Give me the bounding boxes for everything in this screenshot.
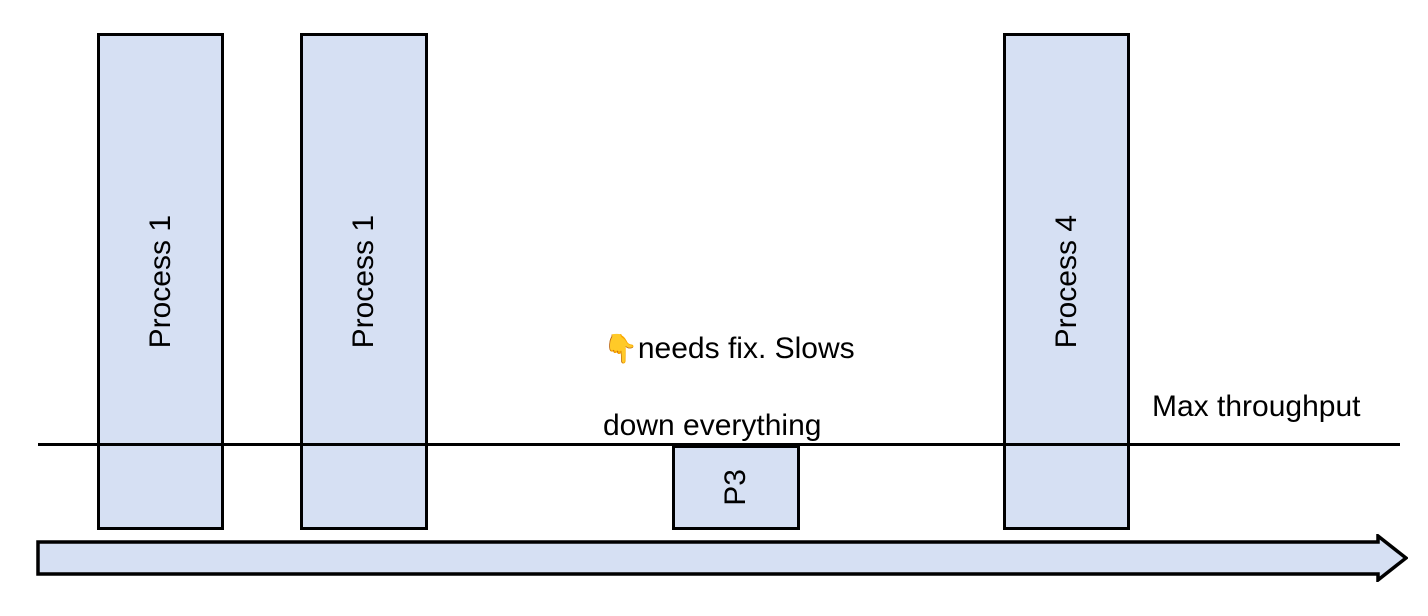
process-bar-4[interactable]: Process 4: [1003, 33, 1130, 530]
process-bar-4-label: Process 4: [1049, 214, 1083, 349]
arrow-shape: [36, 534, 1408, 582]
process-bar-1[interactable]: Process 1: [97, 33, 224, 530]
max-throughput-line: [38, 443, 1400, 446]
process-bar-2-label: Process 1: [347, 214, 380, 349]
process-bar-3-label: P3: [719, 469, 752, 506]
annotation-note: 👇needs fix. Slows down everything: [603, 292, 933, 446]
pointing-down-hand-icon: 👇: [603, 333, 638, 365]
max-throughput-label: Max throughput: [1152, 390, 1361, 423]
process-bar-3[interactable]: P3: [672, 445, 800, 530]
annotation-line-2: down everything: [603, 409, 822, 443]
time-axis-arrow: [36, 534, 1408, 582]
annotation-line-1: needs fix. Slows: [637, 332, 855, 366]
process-bar-1-label: Process 1: [143, 214, 177, 349]
process-bar-2[interactable]: Process 1: [300, 33, 428, 530]
